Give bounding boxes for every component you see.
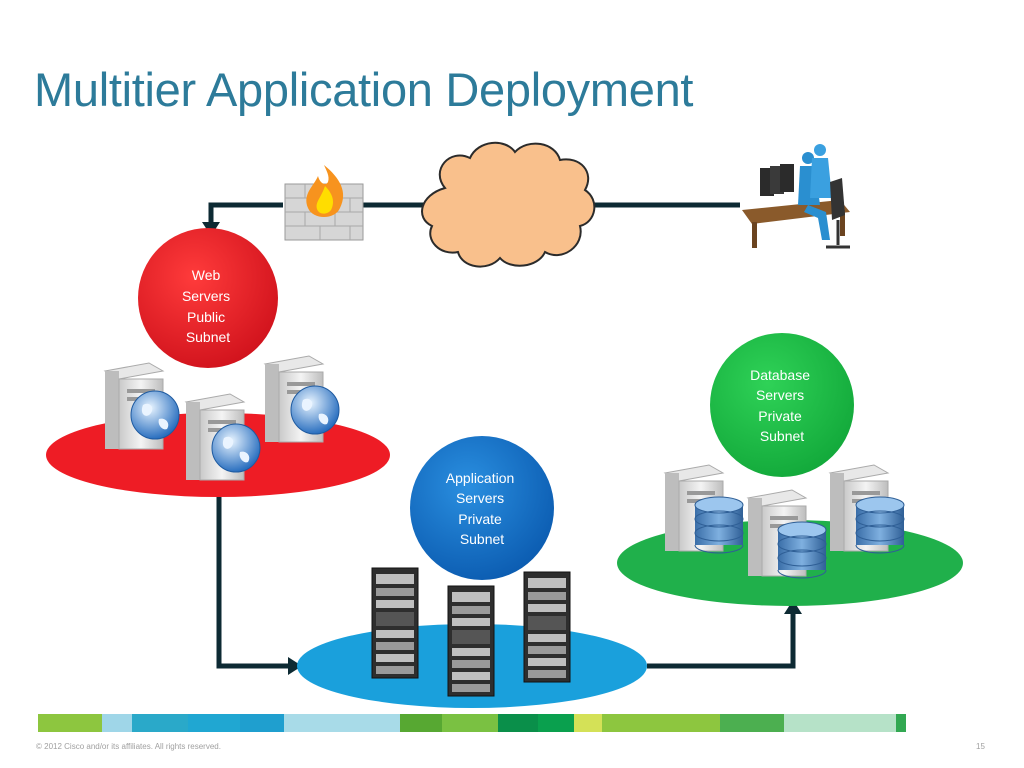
db-tier-bubble: Database Servers Private Subnet <box>710 333 854 477</box>
users-workstation-icon <box>742 144 850 249</box>
strip-segment <box>784 714 896 732</box>
app-tier-label: Application Servers Private Subnet <box>446 470 518 547</box>
web-to-app-arrow <box>216 497 290 669</box>
web-tier-label: Web Servers Public Subnet <box>182 267 234 345</box>
arrowhead-app <box>288 657 302 675</box>
arrowhead-db <box>784 600 802 614</box>
app-to-db-arrow <box>647 612 796 669</box>
strip-segment <box>538 714 574 732</box>
strip-segment <box>102 714 132 732</box>
connection-lines <box>208 202 796 669</box>
app-tier-bubble: Application Servers Private Subnet <box>410 436 554 580</box>
app-server-rack-icon <box>371 567 571 697</box>
strip-segment <box>284 714 400 732</box>
internet-cloud-icon <box>421 142 596 268</box>
strip-segment <box>442 714 498 732</box>
strip-segment <box>400 714 442 732</box>
strip-segment <box>188 714 240 732</box>
strip-segment <box>132 714 188 732</box>
slide-title: Multitier Application Deployment <box>34 63 694 116</box>
firewall-to-web-arrow <box>208 202 283 224</box>
firewall-icon <box>284 165 364 241</box>
database-server-icon <box>663 464 905 579</box>
copyright-text: © 2012 Cisco and/or its affiliates. All … <box>36 742 221 751</box>
strip-segment <box>38 714 102 732</box>
strip-segment <box>498 714 538 732</box>
strip-segment <box>574 714 602 732</box>
web-tier-bubble: Web Servers Public Subnet <box>138 228 278 368</box>
page-number: 15 <box>976 742 985 751</box>
footer-color-strip <box>38 714 906 732</box>
web-server-icon <box>103 355 340 481</box>
db-tier-label: Database Servers Private Subnet <box>750 367 814 444</box>
strip-segment <box>240 714 284 732</box>
strip-segment <box>720 714 784 732</box>
strip-segment <box>602 714 720 732</box>
strip-segment <box>896 714 906 732</box>
